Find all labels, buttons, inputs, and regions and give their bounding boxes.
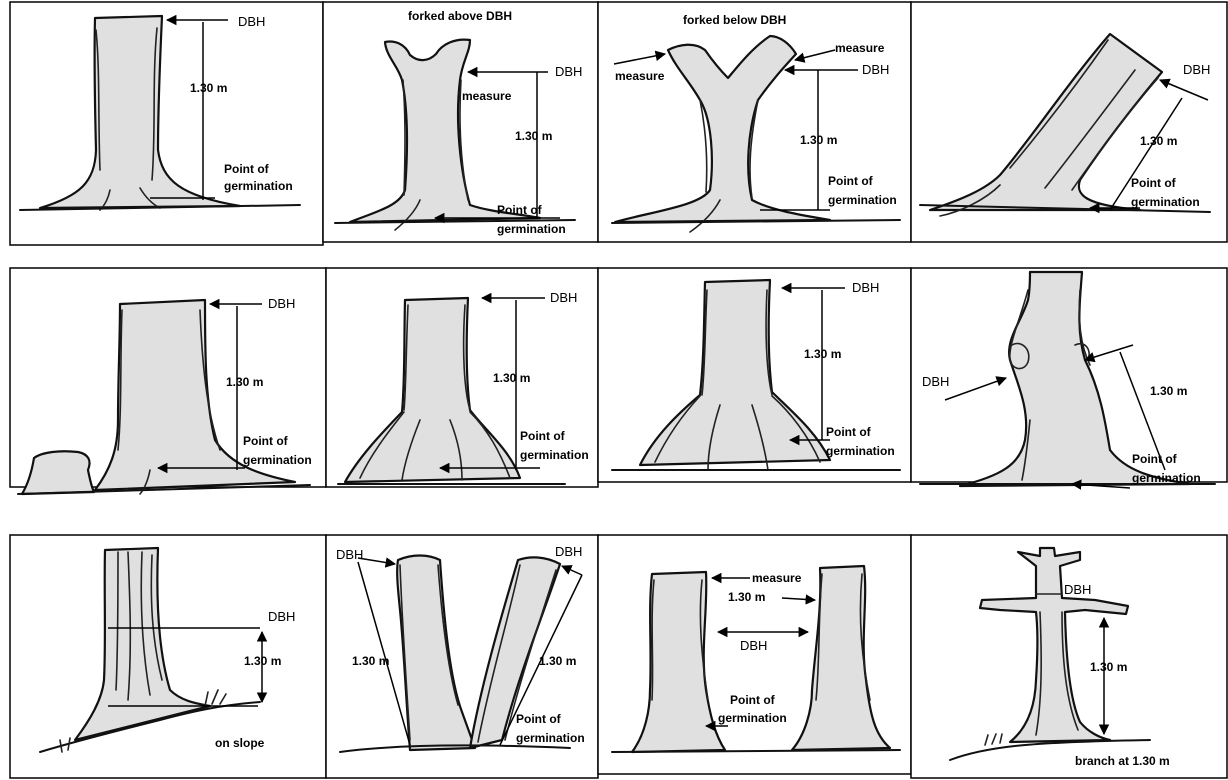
panel-6: DBH 1.30 m Point of germination: [326, 268, 598, 487]
measure-label-right: measure: [835, 41, 885, 55]
germination-label-line2: germination: [520, 448, 589, 462]
panel-9: DBH 1.30 m on slope: [10, 535, 326, 778]
height-label: 1.30 m: [493, 371, 530, 385]
height-label: 1.30 m: [190, 81, 227, 95]
germination-label-line2: germination: [224, 179, 293, 193]
branch-label: branch at 1.30 m: [1075, 754, 1170, 768]
germination-label-line1: Point of: [730, 693, 776, 707]
slope-label: on slope: [215, 736, 265, 750]
germination-label-line2: germination: [1132, 471, 1201, 485]
height-label: 1.30 m: [800, 133, 837, 147]
panel-12: DBH 1.30 m branch at 1.30 m: [911, 535, 1227, 778]
dbh-label: DBH: [852, 280, 879, 295]
dbh-label: DBH: [740, 638, 767, 653]
germination-label-line2: germination: [516, 731, 585, 745]
germination-label-line1: Point of: [520, 429, 566, 443]
height-label: 1.30 m: [515, 129, 552, 143]
germination-label-line1: Point of: [828, 174, 874, 188]
panel-4: DBH 1.30 m Point of germination: [911, 2, 1227, 242]
germination-label-line1: Point of: [243, 434, 289, 448]
dbh-label: DBH: [1183, 62, 1210, 77]
dbh-label-right: DBH: [555, 544, 582, 559]
germination-label-line1: Point of: [1131, 176, 1177, 190]
germination-label-line2: germination: [1131, 195, 1200, 209]
height-label: 1.30 m: [804, 347, 841, 361]
panel-5: DBH 1.30 m Point of germination: [10, 268, 326, 494]
germination-label-line1: Point of: [497, 203, 543, 217]
germination-label-line1: Point of: [224, 162, 270, 176]
germination-label-line2: germination: [718, 711, 787, 725]
dbh-label: DBH: [238, 14, 265, 29]
germination-label-line2: germination: [826, 444, 895, 458]
panel-2: forked above DBH DBH measure 1.30 m Poin…: [323, 2, 598, 242]
germination-label-line1: Point of: [516, 712, 562, 726]
panel-caption: forked above DBH: [408, 9, 512, 23]
dbh-label: DBH: [268, 609, 295, 624]
dbh-label-left: DBH: [336, 547, 363, 562]
dbh-label: DBH: [922, 374, 949, 389]
germination-label-line2: germination: [828, 193, 897, 207]
dbh-label: DBH: [555, 64, 582, 79]
height-label: 1.30 m: [1090, 660, 1127, 674]
height-label: 1.30 m: [1140, 134, 1177, 148]
height-label: 1.30 m: [728, 590, 765, 604]
dbh-label: DBH: [862, 62, 889, 77]
height-label: 1.30 m: [226, 375, 263, 389]
panel-11: measure 1.30 m DBH Point of germination: [598, 535, 911, 774]
germination-label-line2: germination: [243, 453, 312, 467]
measure-label: measure: [752, 571, 802, 585]
height-label: 1.30 m: [244, 654, 281, 668]
measure-label: measure: [462, 89, 512, 103]
panel-8: DBH 1.30 m Point of germination: [911, 268, 1227, 488]
dbh-label: DBH: [550, 290, 577, 305]
germination-label-line2: germination: [497, 222, 566, 236]
measure-label-left: measure: [615, 69, 665, 83]
panel-3: forked below DBH measure measure DBH 1.3…: [598, 2, 911, 242]
germination-label-line1: Point of: [826, 425, 872, 439]
height-label-left: 1.30 m: [352, 654, 389, 668]
dbh-label: DBH: [268, 296, 295, 311]
germination-label-line1: Point of: [1132, 452, 1178, 466]
panel-1: DBH 1.30 m Point of germination: [10, 2, 323, 245]
panel-caption: forked below DBH: [683, 13, 786, 27]
height-label-right: 1.30 m: [539, 654, 576, 668]
height-label: 1.30 m: [1150, 384, 1187, 398]
panel-7: DBH 1.30 m Point of germination: [598, 268, 911, 482]
panel-10: DBH DBH 1.30 m 1.30 m Point of germinati…: [326, 535, 598, 778]
dbh-label: DBH: [1064, 582, 1091, 597]
